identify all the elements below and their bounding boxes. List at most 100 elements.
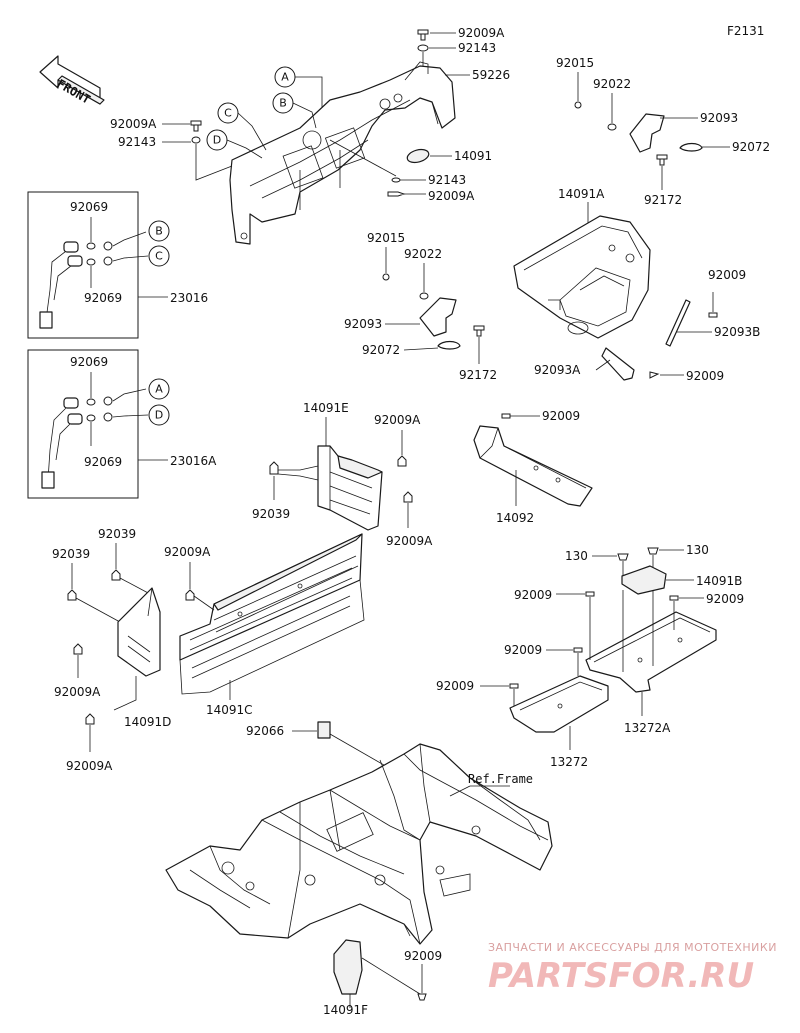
harness-23016 [39, 241, 83, 329]
label-13272a: 13272A [624, 721, 671, 735]
bracket-92093-1 [629, 113, 665, 153]
bolt-130-1 [617, 553, 629, 561]
plate-14092 [473, 425, 593, 507]
washer-92143-bottom [391, 177, 401, 183]
washer-92143-left [191, 136, 201, 144]
cover-14091b [621, 565, 667, 595]
label-92072-1: 92072 [732, 140, 770, 154]
washer-92022-1 [607, 123, 617, 131]
callout-d-box-letter: D [155, 409, 163, 422]
box-23016 [27, 191, 139, 339]
label-92072-2: 92072 [362, 343, 400, 357]
label-92022-1: 92022 [593, 77, 631, 91]
label-92009a-7: 92009A [54, 685, 101, 699]
label-92143-3: 92143 [428, 173, 466, 187]
callout-a-letter: A [281, 71, 289, 84]
bolt-92009-3 [501, 413, 511, 419]
label-92009a-2: 92009A [110, 117, 157, 131]
bolt-92009-4 [585, 591, 595, 597]
panel-14091c [179, 533, 365, 695]
label-92009a-1: 92009A [458, 26, 505, 40]
cap-14091 [406, 148, 430, 164]
label-92009a-8: 92009A [66, 759, 113, 773]
boot-92069-4 [86, 414, 96, 422]
label-92172-1: 92172 [644, 193, 682, 207]
tray-14091a [513, 215, 651, 339]
nut-92015-2 [382, 273, 390, 281]
label-92093a: 92093A [534, 363, 581, 377]
label-92009a-3: 92009A [428, 189, 475, 203]
label-92039-3: 92039 [52, 547, 90, 561]
label-92093-1: 92093 [700, 111, 738, 125]
bolt-92039-2 [111, 569, 121, 581]
label-92069-4: 92069 [84, 455, 122, 469]
bolt-92009a-top [417, 29, 429, 41]
label-14091e: 14091E [303, 401, 349, 415]
panel-14091e [317, 445, 383, 531]
label-92009-2: 92009 [686, 369, 724, 383]
bracket-92093-2 [419, 297, 457, 337]
bolt-92009-1 [708, 312, 718, 318]
label-92172-2: 92172 [459, 368, 497, 382]
bracket-14091f [333, 939, 363, 995]
bolt-92172-1 [656, 154, 668, 160]
front-arrow-icon: FRONT [39, 55, 105, 107]
diagram-code: F2131 [727, 24, 764, 38]
callout-a-box-letter: A [155, 383, 163, 396]
washer-92143-top [417, 44, 429, 52]
callout-d-box [148, 404, 170, 426]
bolt-92009-6 [573, 647, 583, 653]
bolt-92009-8 [417, 993, 427, 1001]
bolt-92009a-left [190, 120, 202, 126]
label-92069-1: 92069 [70, 200, 108, 214]
bolt-92009a-c [185, 589, 195, 601]
label-92069-3: 92069 [70, 355, 108, 369]
bolt-92009-2 [649, 371, 660, 379]
label-14091b: 14091B [696, 574, 742, 588]
boot-92069-1 [86, 242, 96, 250]
label-14091d: 14091D [124, 715, 171, 729]
callout-d-letter: D [213, 134, 221, 147]
label-92009-8: 92009 [404, 949, 442, 963]
callout-c-box [148, 245, 170, 267]
bolt-92009a-d1 [73, 643, 83, 655]
skid-plate-13272 [509, 675, 609, 733]
label-14091: 14091 [454, 149, 492, 163]
dash-bracket-59226 [229, 61, 456, 245]
bolt-92039-1 [269, 461, 279, 475]
bracket-14091d [117, 587, 161, 677]
bolt-92009-7 [509, 683, 519, 689]
harness-23016a [41, 397, 83, 489]
label-14091a: 14091A [558, 187, 605, 201]
label-14091c: 14091C [206, 703, 253, 717]
bolt-92172-2 [473, 325, 485, 331]
label-92009a-6: 92009A [164, 545, 211, 559]
label-92093b: 92093B [714, 325, 760, 339]
watermark-logo: PARTSFOR.RU [488, 956, 754, 996]
label-92093-2: 92093 [344, 317, 382, 331]
label-92009-6: 92009 [504, 643, 542, 657]
nut-92015-1 [574, 101, 582, 109]
clip-92072-2 [437, 340, 461, 350]
frame-ref [165, 743, 553, 945]
label-59226: 59226 [472, 68, 510, 82]
label-92143-2: 92143 [118, 135, 156, 149]
label-ref-frame: Ref.Frame [468, 772, 533, 786]
label-92009-1: 92009 [708, 268, 746, 282]
label-23016a: 23016A [170, 454, 217, 468]
boot-92069-2 [86, 258, 96, 266]
label-14092: 14092 [496, 511, 534, 525]
boot-92069-3 [86, 398, 96, 406]
label-130-2: 130 [686, 543, 709, 557]
label-92009a-5: 92009A [386, 534, 433, 548]
label-130-1: 130 [565, 549, 588, 563]
bolt-92009-5 [669, 595, 679, 601]
bolt-92039-3 [67, 589, 77, 601]
label-92069-2: 92069 [84, 291, 122, 305]
stay-92093b [665, 299, 691, 347]
callout-b-letter: B [279, 97, 287, 110]
label-13272: 13272 [550, 755, 588, 769]
label-92009-4: 92009 [514, 588, 552, 602]
label-92015-2: 92015 [367, 231, 405, 245]
watermark-tagline: ЗАПЧАСТИ И АКСЕССУАРЫ ДЛЯ МОТОТЕХНИКИ [488, 941, 777, 954]
